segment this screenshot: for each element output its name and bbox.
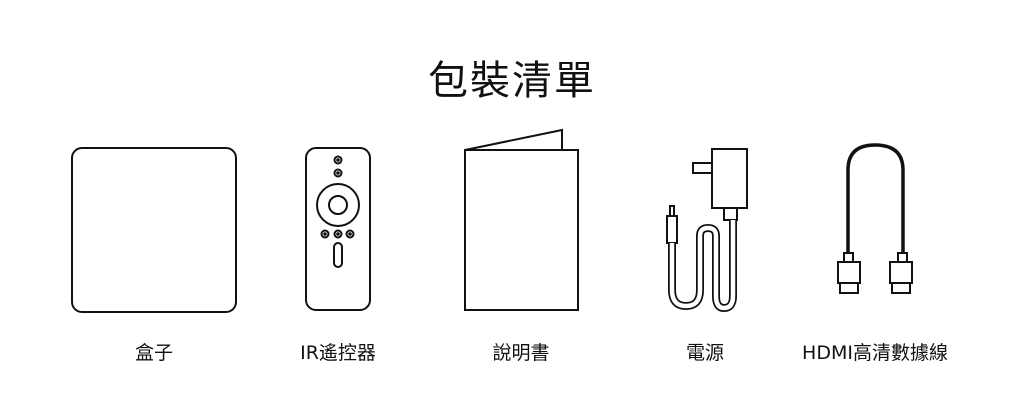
- page-title: 包裝清單: [428, 58, 596, 104]
- box-icon: [71, 147, 237, 313]
- power-adapter-icon: [666, 148, 748, 312]
- item-label-remote: IR遙控器: [300, 342, 376, 364]
- manual-icon: [464, 128, 579, 311]
- item-label-hdmi: HDMI高清數據線: [802, 342, 948, 364]
- item-label-manual: 說明書: [492, 342, 550, 364]
- hdmi-cable-icon: [837, 143, 913, 294]
- remote-control-icon: [305, 147, 371, 311]
- item-label-box: 盒子: [134, 342, 173, 364]
- item-label-power: 電源: [685, 342, 724, 364]
